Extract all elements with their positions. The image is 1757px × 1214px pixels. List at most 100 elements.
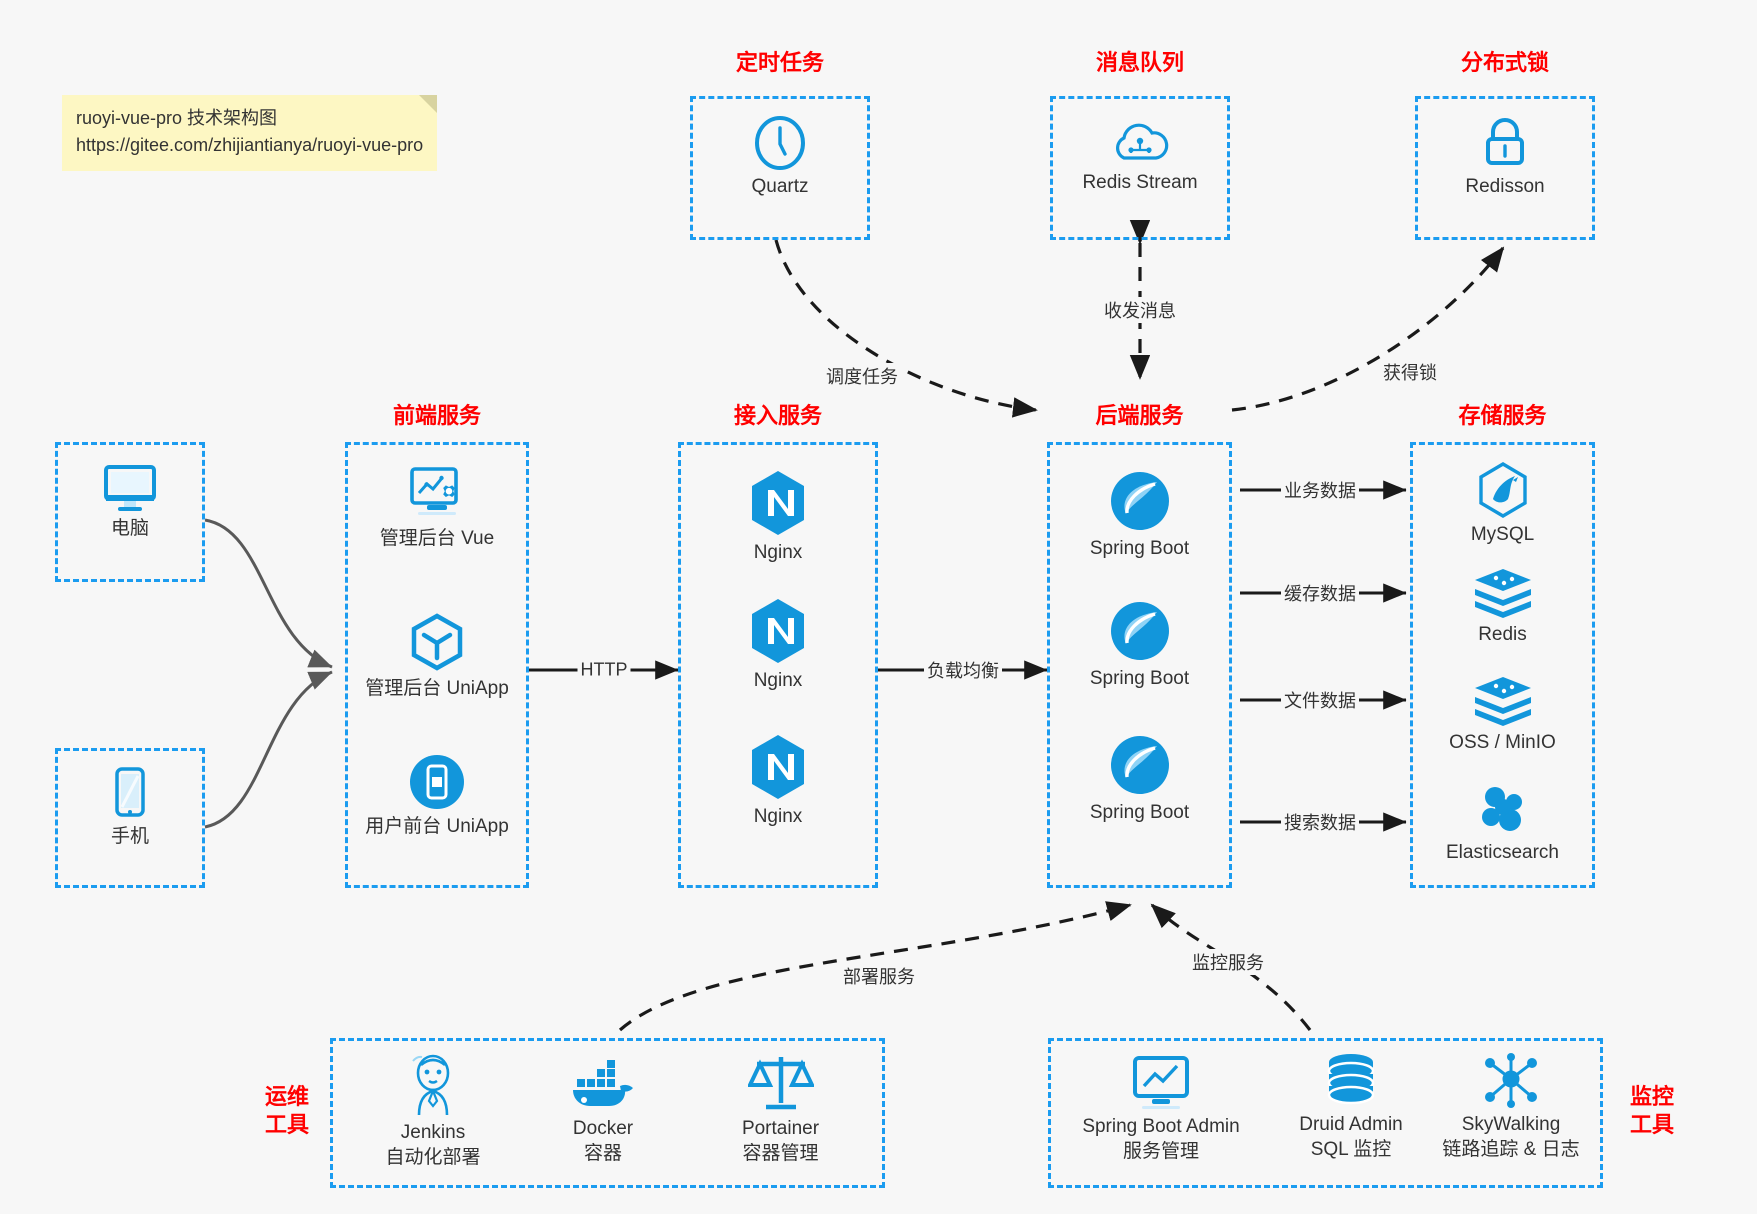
scales-balance-icon	[747, 1057, 814, 1110]
edge-label-deploy-service: 部署服务	[840, 963, 918, 989]
group-frontend[interactable]: 管理后台 Vue 管理后台 UniApp 用户前台 UniApp	[345, 442, 529, 888]
node-spring-boot-admin[interactable]: Spring Boot Admin 服务管理	[1061, 1055, 1261, 1164]
spring-boot-icon	[1110, 602, 1169, 660]
node-label: 管理后台 Vue	[379, 528, 495, 549]
group-storage[interactable]: MySQL Redis OSS / MinIO	[1410, 442, 1595, 888]
node-label: Redis Stream	[1082, 172, 1198, 193]
node-nginx-1[interactable]: Nginx	[681, 469, 875, 566]
node-label: Portainer	[741, 1118, 820, 1139]
elasticsearch-icon	[1481, 787, 1522, 831]
node-druid-admin[interactable]: Druid Admin SQL 监控	[1266, 1051, 1436, 1162]
node-phone[interactable]: 手机	[58, 767, 202, 850]
mobile-app-icon	[410, 755, 464, 809]
node-label: Redisson	[1465, 176, 1545, 197]
node-elasticsearch[interactable]: Elasticsearch	[1413, 785, 1592, 866]
node-label: Docker	[572, 1118, 634, 1139]
node-user-uniapp[interactable]: 用户前台 UniApp	[348, 753, 526, 840]
desktop-monitor-icon	[104, 465, 156, 511]
chart-monitor-icon	[1133, 1056, 1189, 1109]
node-redis-stream[interactable]: Redis Stream	[1053, 117, 1227, 196]
group-title-backend: 后端服务	[1095, 403, 1184, 428]
node-label: Nginx	[753, 806, 803, 827]
node-label: Spring Boot	[1089, 538, 1190, 559]
diagram-note: ruoyi-vue-pro 技术架构图 https://gitee.com/zh…	[62, 95, 438, 171]
group-title-distributed-lock: 分布式锁	[1460, 50, 1549, 75]
group-title-message-queue: 消息队列	[1095, 50, 1184, 75]
database-cylinder-icon	[1327, 1054, 1375, 1105]
node-label: 手机	[110, 826, 149, 847]
group-title-frontend: 前端服务	[392, 403, 481, 428]
redis-stack-icon	[1474, 677, 1531, 726]
edge-label-schedule-task: 调度任务	[823, 363, 901, 389]
group-phone[interactable]: 手机	[55, 748, 205, 888]
node-admin-uniapp[interactable]: 管理后台 UniApp	[348, 613, 526, 702]
node-quartz[interactable]: Quartz	[693, 115, 867, 200]
group-computer[interactable]: 电脑	[55, 442, 205, 582]
edge-label-cache-data: 缓存数据	[1281, 580, 1359, 606]
node-sublabel: 容器	[583, 1142, 622, 1164]
mysql-dolphin-icon	[1478, 462, 1527, 518]
node-oss-minio[interactable]: OSS / MinIO	[1413, 675, 1592, 756]
node-skywalking[interactable]: SkyWalking 链路追踪 & 日志	[1421, 1053, 1601, 1162]
group-title-devops-line1: 运维	[264, 1084, 309, 1109]
node-label: Spring Boot Admin	[1082, 1116, 1240, 1137]
group-title-gateway: 接入服务	[733, 403, 822, 428]
nginx-icon	[752, 599, 804, 663]
clock-icon	[755, 116, 805, 170]
note-fold-corner	[419, 95, 438, 113]
node-redisson[interactable]: Redisson	[1418, 115, 1592, 200]
edge-label-http: HTTP	[577, 659, 631, 681]
node-sublabel: 自动化部署	[385, 1146, 481, 1168]
node-spring-boot-2[interactable]: Spring Boot	[1050, 599, 1229, 692]
nginx-icon	[752, 471, 804, 535]
group-title-devops: 运维 工具	[255, 1083, 319, 1138]
node-sublabel: SQL 监控	[1310, 1138, 1392, 1160]
group-backend[interactable]: Spring Boot Spring Boot Spring Boot	[1047, 442, 1232, 888]
group-title-monitoring-line2: 工具	[1629, 1111, 1674, 1137]
node-spring-boot-1[interactable]: Spring Boot	[1050, 469, 1229, 562]
node-spring-boot-3[interactable]: Spring Boot	[1050, 733, 1229, 826]
group-title-storage: 存储服务	[1458, 403, 1547, 428]
spring-boot-icon	[1110, 736, 1169, 794]
edge-label-file-data: 文件数据	[1281, 687, 1359, 713]
edge-label-send-receive-message: 收发消息	[1101, 297, 1179, 323]
group-monitoring[interactable]: Spring Boot Admin 服务管理 Druid Admin SQL 监…	[1048, 1038, 1603, 1188]
node-label: 电脑	[110, 518, 149, 539]
edge-label-monitor-service: 监控服务	[1189, 949, 1267, 975]
node-sublabel: 链路追踪 & 日志	[1442, 1138, 1580, 1160]
node-nginx-2[interactable]: Nginx	[681, 597, 875, 694]
nginx-icon	[752, 735, 804, 799]
node-label: Jenkins	[400, 1122, 466, 1143]
edge-label-load-balance: 负载均衡	[924, 657, 1002, 683]
group-gateway[interactable]: Nginx Nginx Nginx	[678, 442, 878, 888]
cube-icon	[411, 613, 463, 671]
padlock-icon	[1486, 118, 1524, 165]
group-distributed-lock[interactable]: Redisson	[1415, 96, 1595, 240]
node-label: Quartz	[751, 176, 809, 197]
group-title-scheduler: 定时任务	[735, 50, 824, 75]
node-admin-vue[interactable]: 管理后台 Vue	[348, 465, 526, 552]
node-portainer[interactable]: Portainer 容器管理	[693, 1051, 868, 1166]
node-jenkins[interactable]: Jenkins 自动化部署	[353, 1051, 513, 1170]
node-computer[interactable]: 电脑	[58, 463, 202, 542]
node-redis[interactable]: Redis	[1413, 567, 1592, 648]
node-label: Elasticsearch	[1446, 842, 1559, 863]
node-mysql[interactable]: MySQL	[1413, 461, 1592, 548]
node-label: 管理后台 UniApp	[365, 678, 509, 699]
node-label: Spring Boot	[1089, 668, 1190, 689]
skywalking-network-icon	[1485, 1053, 1537, 1108]
node-label: 用户前台 UniApp	[365, 816, 509, 837]
edge-label-search-data: 搜索数据	[1281, 809, 1359, 835]
node-label: SkyWalking	[1461, 1114, 1561, 1135]
node-label: Redis	[1478, 624, 1527, 645]
node-nginx-3[interactable]: Nginx	[681, 733, 875, 830]
node-sublabel: 容器管理	[742, 1142, 819, 1164]
group-message-queue[interactable]: Redis Stream	[1050, 96, 1230, 240]
cloud-stream-icon	[1115, 123, 1169, 160]
group-scheduler[interactable]: Quartz	[690, 96, 870, 240]
node-label: Nginx	[753, 542, 803, 563]
node-docker[interactable]: Docker 容器	[518, 1057, 688, 1166]
node-label: OSS / MinIO	[1449, 732, 1556, 753]
group-devops[interactable]: Jenkins 自动化部署 Docker 容器	[330, 1038, 885, 1188]
redis-stack-icon	[1474, 569, 1531, 618]
